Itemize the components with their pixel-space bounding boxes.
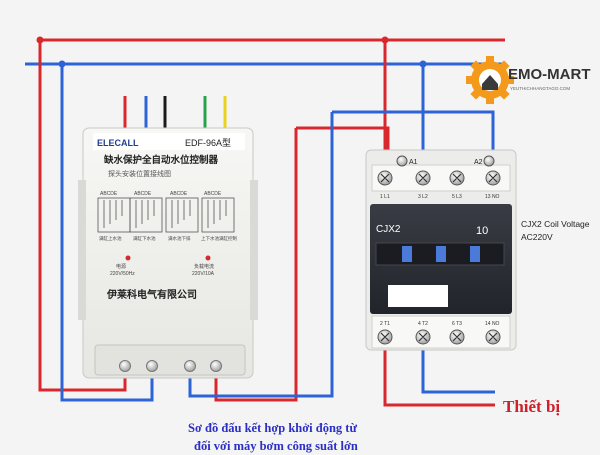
emo-mart-logo: EMO-MART YEUTHICHHANGTAGO.COM: [466, 56, 591, 104]
red-a1-wire: [214, 128, 298, 402]
top-terminal-4: 13 NO: [485, 194, 500, 200]
junction-dots-red: [36, 36, 389, 44]
wires: [25, 38, 505, 407]
red-output-wire: [383, 330, 495, 407]
power-left-voltage: 220V/50Hz: [110, 271, 135, 277]
top-terminal-3: 5 L3: [452, 194, 462, 200]
logo-brand: EMO-MART: [508, 66, 591, 83]
power-led: [125, 255, 131, 261]
coil-voltage-value: AC220V: [521, 232, 553, 242]
bottom-terminal-4: 14 NO: [485, 321, 500, 327]
power-right-label: 负载电流: [194, 263, 214, 270]
bottom-terminal-2: 4 T2: [418, 321, 428, 327]
contactor-current: 10: [476, 225, 488, 237]
nameplate-blank: [388, 285, 448, 307]
bottom-terminal-3: 6 T3: [452, 321, 462, 327]
contactor-model: CJX2: [376, 224, 401, 235]
blue-output-wire: [421, 330, 495, 394]
coil-a2-label: A2: [474, 159, 483, 166]
caption-line-2: đối với máy bơm công suất lớn: [194, 439, 358, 453]
bottom-terminal-1: 2 T1: [380, 321, 390, 327]
top-terminal-2: 3 L2: [418, 194, 428, 200]
controller-maker: 伊莱科电气有限公司: [106, 288, 197, 301]
power-left-label: 电源: [116, 263, 126, 270]
tank-caption-1: 满缸上水池: [99, 235, 122, 242]
top-terminal-screws: [377, 170, 501, 186]
red-a1-wire-top: [296, 126, 390, 160]
coil-voltage-label: CJX2 Coil Voltage: [521, 219, 590, 229]
bottom-terminal-screws: [377, 329, 501, 345]
controller-title: 缺水保护全自动水位控制器: [103, 154, 219, 166]
contactor: A1 A2 1 L1 3 L2 5 L3 13 NO CJX2 10 2 T1 …: [365, 149, 517, 351]
probe-label-4: ABCDE: [204, 191, 222, 197]
level-controller: ELECALL EDF-96A型 缺水保护全自动水位控制器 探头安装位置接线图 …: [78, 127, 258, 379]
caption-line-1: Sơ đồ đấu kết hợp khởi động từ: [188, 421, 357, 435]
probe-label-1: ABCDE: [100, 191, 118, 197]
controller-terminals: [119, 360, 222, 372]
power-right-voltage: 220V/10A: [192, 271, 215, 277]
red-left-drop: [38, 40, 127, 392]
probe-label-3: ABCDE: [170, 191, 188, 197]
tank-caption-4: 上下水池满缸控制: [201, 235, 237, 242]
load-led: [205, 255, 211, 261]
tank-caption-2: 满缸下水池: [133, 235, 156, 242]
controller-model: EDF-96A型: [185, 138, 231, 148]
top-terminal-1: 1 L1: [380, 194, 390, 200]
controller-brand: ELECALL: [97, 138, 139, 148]
coil-a2-screw: [483, 155, 495, 167]
device-label: Thiết bị: [503, 397, 560, 416]
coil-a1-label: A1: [409, 159, 418, 166]
probe-label-2: ABCDE: [134, 191, 152, 197]
coil-a1-screw: [396, 155, 408, 167]
tank-diagrams: [97, 197, 235, 233]
logo-tagline: YEUTHICHHANGTAGO.COM: [510, 86, 570, 91]
tank-caption-3: 满水池下排: [168, 235, 191, 242]
blue-left-drop: [60, 64, 154, 402]
controller-subtitle: 探头安装位置接线图: [108, 169, 171, 178]
house-icon: [482, 75, 498, 90]
blue-13-drop: [188, 112, 334, 398]
junction-dots: [58, 60, 427, 68]
